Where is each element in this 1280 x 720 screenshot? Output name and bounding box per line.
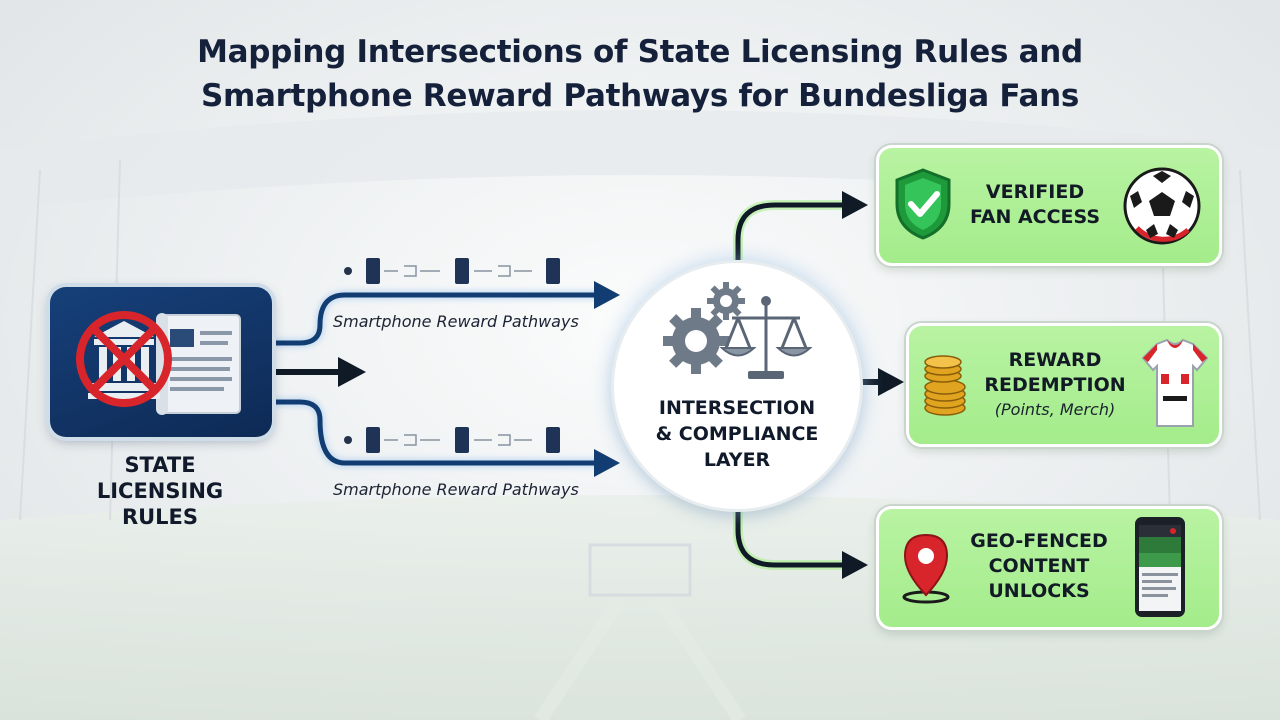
shield-check-icon [895,168,951,240]
outcome-3-text: GEO-FENCED CONTENT UNLOCKS [949,529,1129,604]
outcome-3-line-2: CONTENT [988,555,1090,577]
outcome-3-line-3: UNLOCKS [988,580,1090,602]
outcome-arrow-bottom [733,510,868,579]
outcome-1-line-1: VERIFIED [985,181,1085,203]
diagram-title: Mapping Intersections of State Licensing… [90,30,1190,118]
state-licensing-rules-box [50,287,272,437]
outcome-arrow-top [733,191,868,260]
title-line-2: Smartphone Reward Pathways for Bundeslig… [200,78,1080,114]
compliance-hub-circle [614,263,860,509]
soccer-ball-icon [1123,167,1201,245]
outcome-1-text: VERIFIED FAN ACCESS [945,180,1125,230]
coins-icon [924,355,966,416]
phone-chain-upper [344,258,560,284]
prohibited-bank-document-icon [76,311,241,415]
compliance-hub-label: INTERSECTION & COMPLIANCE LAYER [614,395,860,473]
smartphone-stream-icon [1135,517,1185,617]
outcome-2-text: REWARD REDEMPTION [965,348,1145,398]
gears-scale-icon [663,282,813,379]
hub-label-line-1: INTERSECTION [658,397,816,419]
outcome-2-line-1: REWARD [1008,349,1102,371]
outcome-2-subtext: (Points, Merch) [994,400,1116,419]
outcome-card-geo-fenced-content: GEO-FENCED CONTENT UNLOCKS [876,506,1222,630]
outcome-arrow-middle [860,368,904,396]
state-licensing-rules-label: STATE LICENSING RULES [60,452,260,530]
title-line-1: Mapping Intersections of State Licensing… [197,34,1083,70]
outcome-2-line-2: REDEMPTION [984,374,1126,396]
pathway-label-lower: Smartphone Reward Pathways [333,480,579,499]
pathway-arrow-lower [272,397,620,477]
hub-label-line-2: & COMPLIANCE [655,423,819,445]
rules-label-line-1: STATE [124,453,196,477]
hub-label-line-3: LAYER [703,449,771,471]
rules-label-line-2: LICENSING [96,479,224,503]
pathway-label-upper: Smartphone Reward Pathways [333,312,579,331]
jersey-icon [1141,338,1209,427]
outcome-card-reward-redemption: REWARD REDEMPTION (Points, Merch) [906,323,1222,447]
phone-chain-lower [344,427,560,453]
pathway-arrow-upper [272,281,620,348]
outcome-card-verified-fan-access: VERIFIED FAN ACCESS [876,145,1222,266]
outcome-3-line-1: GEO-FENCED [970,530,1108,552]
outcome-1-line-2: FAN ACCESS [969,206,1101,228]
map-pin-icon [902,533,950,604]
direct-arrow-middle [274,357,366,387]
rules-label-line-3: RULES [121,505,199,529]
